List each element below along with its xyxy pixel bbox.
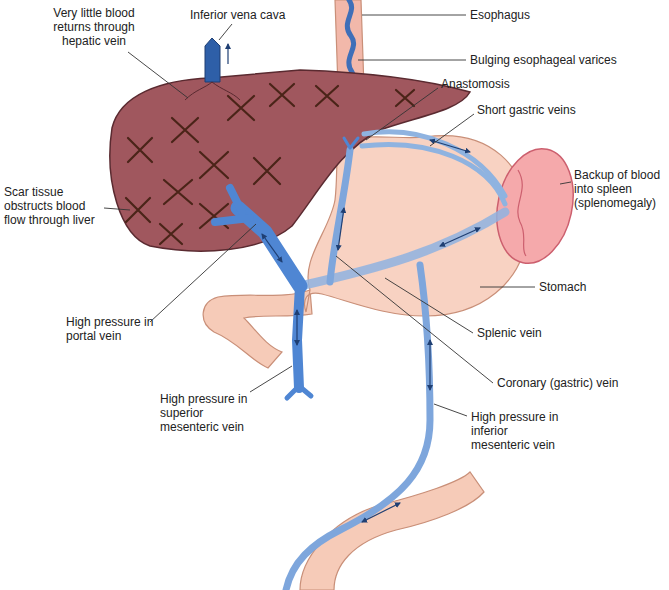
callout-label: Inferior vena cava [190,8,285,22]
callout-label: High pressure in portal vein [66,315,158,343]
callout-label: Very little blood returns through hepati… [40,6,148,48]
leader-lines [104,15,571,416]
callout-label: Stomach [539,280,586,294]
liver [110,70,470,251]
portal-venous-system [215,132,505,590]
callout-label: Esophagus [470,8,530,22]
hepatic-vein-marks [185,82,240,100]
callout-label: Bulging esophageal varices [470,53,617,67]
callout-label: High pressure in inferior mesenteric vei… [471,410,567,452]
callout-label: Scar tissue obstructs blood flow through… [4,185,104,227]
scar-tissue-marks [126,84,414,244]
colon [300,472,484,590]
callout-label: Backup of blood into spleen (splenomegal… [574,168,666,210]
spleen-hilum [518,170,526,256]
callout-label: High pressure in superior mesenteric vei… [160,392,256,434]
callout-label: Splenic vein [477,326,542,340]
flow-arrows [228,44,480,522]
callout-label: Short gastric veins [477,103,576,117]
spleen [487,142,584,271]
callout-label: Anastomosis [441,77,510,91]
callout-label: Coronary (gastric) vein [497,376,618,390]
inferior-vena-cava [205,38,220,82]
